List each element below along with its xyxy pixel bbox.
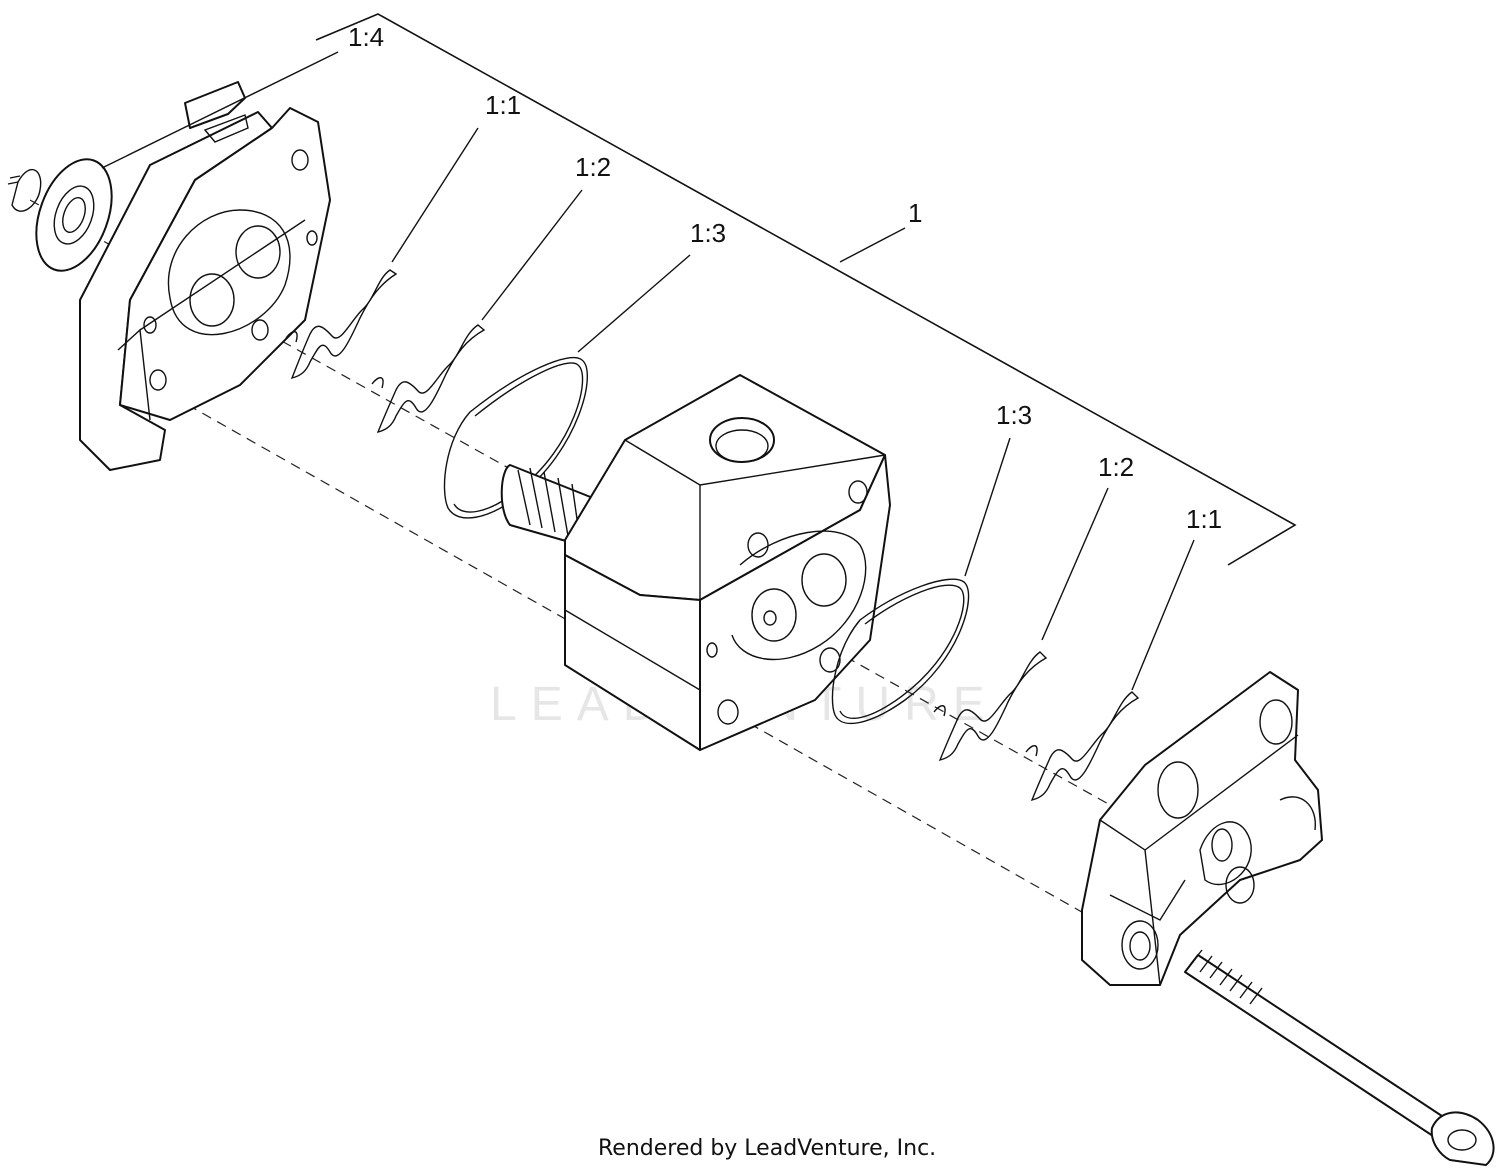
callout-1-1-right: 1:1 — [1186, 504, 1222, 534]
rear-cover-plate — [1081, 671, 1323, 986]
callout-1-1-top: 1:1 — [485, 90, 521, 120]
seal-ring-right-1-2 — [933, 651, 1048, 762]
gasket-right — [831, 578, 970, 725]
seal-ring-left-1-2 — [371, 324, 486, 434]
cap-screw — [1184, 949, 1495, 1166]
leader-lines — [101, 51, 1195, 691]
shaft-seal-part — [7, 158, 113, 272]
callout-1-3-right: 1:3 — [996, 400, 1032, 430]
callout-1-4-top: 1:4 — [348, 22, 384, 52]
callout-1-assembly: 1 — [908, 198, 922, 228]
pump-housing — [500, 374, 891, 751]
assembly-bracket — [315, 13, 1297, 566]
seal-ring-left-1-1 — [285, 269, 398, 380]
rendered-by-footer: Rendered by LeadVenture, Inc. — [598, 1136, 936, 1161]
callout-1-2-top: 1:2 — [575, 152, 611, 182]
callout-1-3-top: 1:3 — [690, 218, 726, 248]
callout-1-2-right: 1:2 — [1098, 452, 1134, 482]
front-cover-plate — [79, 81, 331, 471]
seal-ring-right-1-1 — [1025, 691, 1140, 802]
